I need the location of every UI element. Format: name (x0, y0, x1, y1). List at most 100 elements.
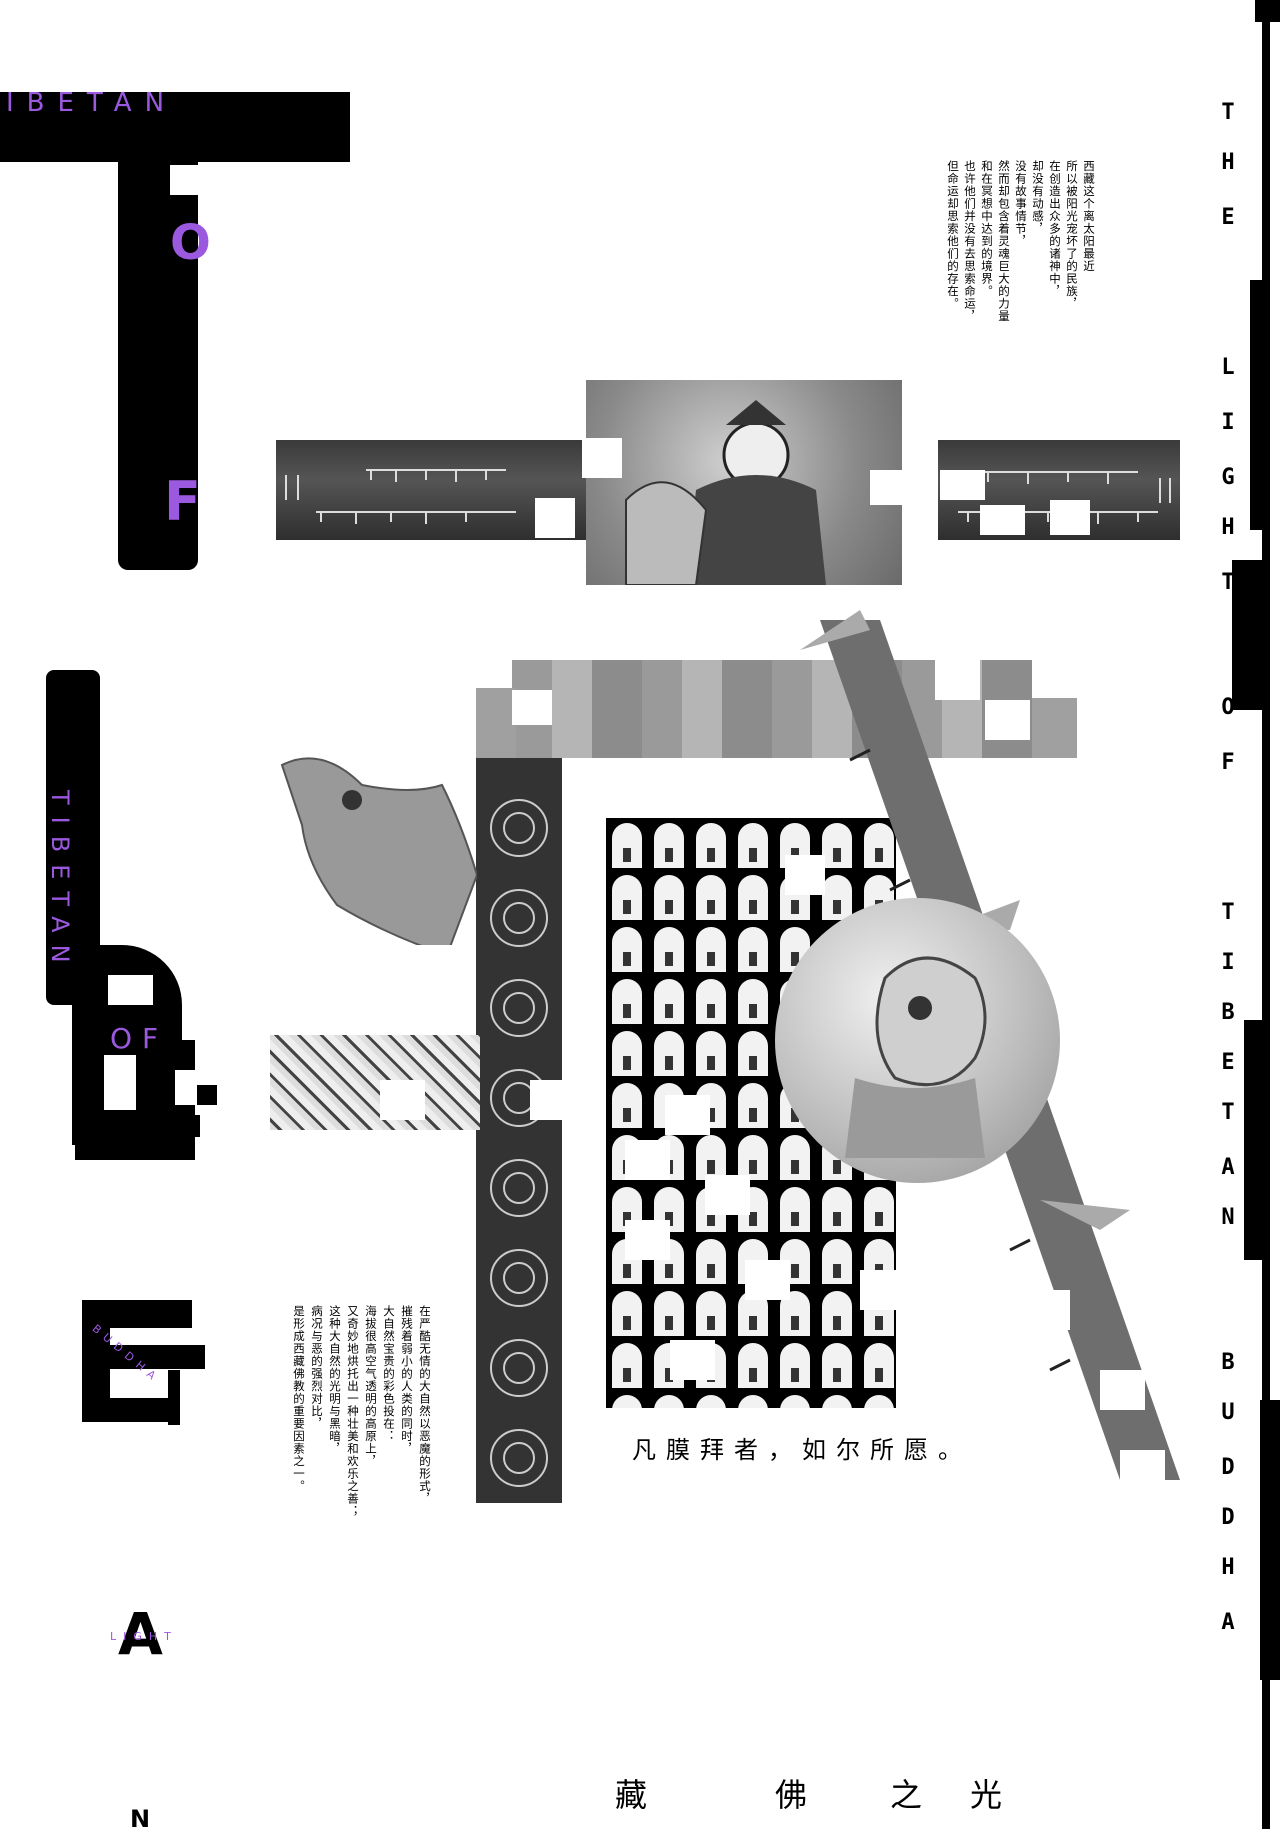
text-line: 所以被阳光宠坏了的民族， (1065, 160, 1079, 310)
right-letter: O (1221, 695, 1235, 720)
letter-a: A (118, 1600, 163, 1668)
top-label: IBETAN (6, 88, 178, 118)
right-letter: T (1221, 570, 1235, 595)
bottom-title-char-1: 藏 (615, 1776, 648, 1814)
glitch-square (980, 505, 1025, 535)
slogan: 凡膜拜者，如尔所愿。 (632, 1436, 972, 1464)
text-line: 这种大自然的光明与黑暗， (328, 1305, 342, 1455)
pattern-strip (270, 1035, 480, 1130)
text-line: 大自然宝贵的彩色投在： (382, 1305, 396, 1443)
right-edge-bar-5 (1260, 1400, 1280, 1680)
glitch-square (1025, 1290, 1070, 1330)
text-line: 在创造出众多的诸神中， (1048, 160, 1062, 298)
text-line: 却没有动感， (1031, 160, 1045, 235)
big-t-stem (118, 160, 198, 570)
glitch-square (625, 1220, 670, 1260)
right-letter: U (1221, 1400, 1235, 1425)
text-line: 又奇妙地烘托出一种壮美和欢乐之善； (346, 1305, 360, 1518)
text-line: 没有故事情节， (1014, 160, 1028, 248)
tibetan-vertical-label: TIBETAN (46, 790, 74, 975)
big-t-notch (170, 165, 200, 195)
big-e-pixel (168, 1370, 180, 1425)
right-letter: H (1221, 1555, 1235, 1580)
of-label: OF (110, 1022, 169, 1055)
right-letter: D (1221, 1455, 1235, 1480)
right-edge-bar-4 (1244, 1020, 1266, 1260)
text-bottom-left: 在严酷无情的大自然以恶魔的形式， 摧残着弱小的人类的同时， 大自然宝贵的彩色投在… (290, 1305, 434, 1585)
dragon-shape (280, 757, 477, 945)
glitch-square (530, 1080, 570, 1120)
text-top-right: 西藏这个离太阳最近 所以被阳光宠坏了的民族， 在创造出众多的诸神中， 却没有动感… (944, 160, 1097, 400)
right-letter: G (1221, 465, 1235, 490)
glitch-square (535, 498, 575, 538)
big-letter-o: O (170, 215, 211, 271)
big-b-pixel (197, 1085, 217, 1105)
text-line: 海拔很高空气透明的高原上， (364, 1305, 378, 1468)
tibetan-script-panel-left (276, 440, 586, 540)
glitch-square (415, 960, 460, 1000)
right-letter: I (1221, 410, 1235, 435)
text-line: 西藏这个离太阳最近 (1082, 160, 1096, 273)
deity-painting (586, 380, 902, 585)
right-letter: N (1221, 1205, 1235, 1230)
glitch-square (380, 1080, 425, 1120)
bottom-title-char-3: 之 (890, 1776, 923, 1814)
right-letter: E (1221, 205, 1235, 230)
glitch-square (935, 660, 980, 700)
right-letter: A (1221, 1610, 1235, 1635)
dragon-sculpture (272, 745, 477, 945)
mandala-pattern (490, 799, 548, 1487)
glitch-square (1100, 1370, 1145, 1410)
text-line: 在严酷无情的大自然以恶魔的形式， (418, 1305, 432, 1505)
glitch-square (582, 438, 622, 478)
right-letter: L (1221, 355, 1235, 380)
bottom-title-char-2: 佛 (775, 1776, 808, 1814)
light-label: LIGHT (110, 1630, 178, 1643)
glitch-square (625, 1140, 670, 1180)
glitch-square (860, 1270, 905, 1310)
big-b-pixel-2 (180, 1115, 200, 1137)
glitch-square (705, 1175, 750, 1215)
text-line: 也许他们并没有去思索命运， (963, 160, 977, 323)
right-letter: T (1221, 1100, 1235, 1125)
relief-frieze-right (1032, 698, 1077, 758)
top-bar (0, 92, 350, 162)
big-b-hole-2 (104, 1055, 136, 1110)
right-edge-bar-6 (1232, 560, 1262, 710)
right-edge-bar-3 (1250, 280, 1270, 530)
script-strokes (285, 469, 516, 524)
big-b-hole-3 (175, 1070, 200, 1105)
lion-shape (845, 956, 987, 1158)
glitch-square (1050, 500, 1090, 535)
right-letter: I (1221, 950, 1235, 975)
text-line: 和在冥想中达到的境界。 (980, 160, 994, 298)
right-letter: F (1221, 750, 1235, 775)
right-letter: H (1221, 515, 1235, 540)
big-letter-f: F (164, 470, 201, 533)
right-edge-bar-1 (1255, 0, 1280, 22)
lion-circle-photo (775, 898, 1060, 1183)
right-letter: B (1221, 1000, 1235, 1025)
right-letter: D (1221, 1505, 1235, 1530)
right-letter: H (1221, 150, 1235, 175)
right-edge-bar-2 (1262, 22, 1270, 1829)
right-letter: B (1221, 1350, 1235, 1375)
big-b-foot (140, 1130, 162, 1160)
big-e-mid (110, 1345, 205, 1369)
glitch-square (1120, 1450, 1165, 1490)
text-line: 摧残着弱小的人类的同时， (400, 1305, 414, 1455)
text-line: 但命运却思索他们的存在。 (946, 160, 960, 310)
big-b-hole-1 (108, 975, 153, 1005)
right-letter: T (1221, 100, 1235, 125)
letter-n: N (130, 1805, 151, 1833)
glitch-square (665, 1095, 710, 1135)
bottom-title-char-4: 光 (970, 1776, 1003, 1814)
glitch-square (985, 700, 1030, 740)
glitch-square (785, 855, 825, 895)
relief-frieze-left (476, 688, 516, 758)
glitch-square (940, 470, 985, 500)
text-line: 是形成西藏佛教的重要因素之一。 (292, 1305, 306, 1493)
mandala-column (476, 758, 562, 1503)
big-e-bottom (82, 1398, 177, 1422)
glitch-square (512, 690, 552, 725)
